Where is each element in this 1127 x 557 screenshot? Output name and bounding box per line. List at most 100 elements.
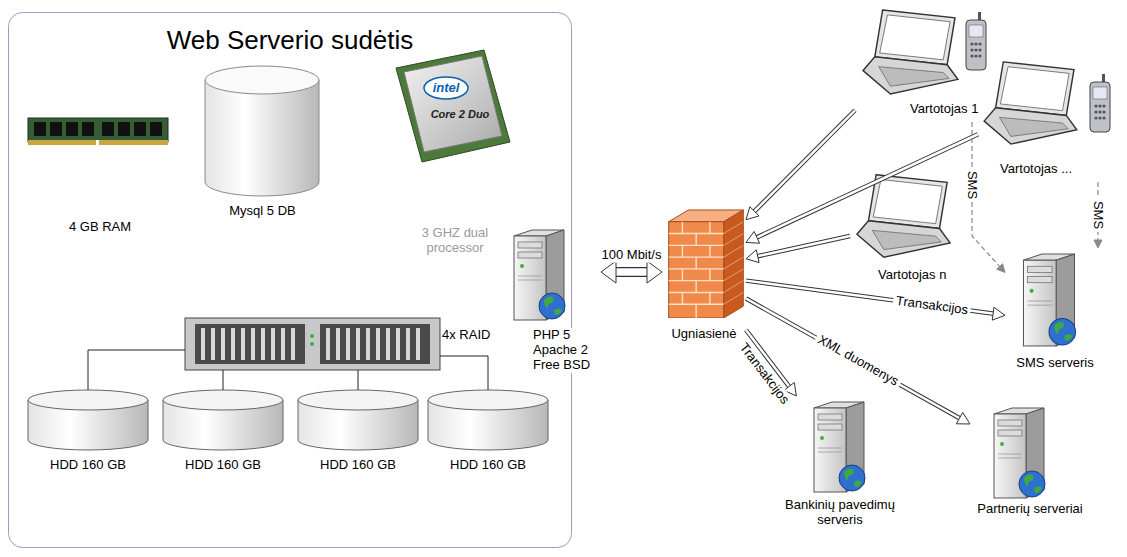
node-label: 3 GHZ dual processor: [410, 226, 500, 256]
arrow-head: [956, 412, 970, 424]
ram-module: [134, 122, 146, 136]
phone-icon: [966, 12, 986, 70]
connector-label: 100 Mbit/s: [599, 248, 665, 263]
component-item: Mysql 5 DB: [200, 62, 325, 222]
raid-unit: 4x RAID: [180, 316, 510, 370]
web-server: PHP 5 Apache 2 Free BSD: [505, 222, 601, 380]
connector-label: XML duomenys: [813, 331, 904, 391]
disk-item: HDD 160 GB: [425, 390, 551, 478]
phone-icon: [1090, 74, 1110, 132]
partner-server: Partnerių serveriai: [970, 402, 1090, 537]
server-icon: [514, 230, 565, 320]
bank-server: Bankinių pavedimų serveris: [778, 396, 902, 536]
phone-icon: [966, 12, 1110, 132]
connector-core: [753, 134, 978, 239]
connector-group: [601, 261, 662, 283]
node-label: 4 GB RAM: [25, 220, 175, 235]
arrow-head: [746, 231, 760, 243]
server-icon: [514, 230, 1076, 498]
node-label: Bankinių pavedimų serveris: [778, 498, 902, 528]
group-box: Web Serverio sudėtis 4 GB RAM Mysql 5 DB 3 …: [8, 12, 572, 548]
ram-module: [150, 122, 162, 136]
ram-module: [50, 122, 62, 136]
laptop-icon: [863, 10, 958, 94]
firewall: Ugniasienė: [662, 205, 746, 345]
disk-item: HDD 160 GB: [160, 390, 286, 478]
server-icon: [994, 408, 1045, 498]
ram-module: [96, 140, 99, 145]
component-item: 3 GHZ dual processor: [392, 48, 518, 258]
cpu-chip: [424, 77, 468, 99]
database-cylinder: [205, 80, 319, 196]
connector-core: [753, 236, 850, 257]
sms-server: SMS serveris: [1005, 248, 1105, 376]
ram-module: [102, 122, 114, 136]
raid-rack: [310, 342, 314, 346]
arrow-head: [647, 261, 662, 283]
node-label: Vartotojas n: [878, 268, 958, 283]
connector-group: [746, 281, 1005, 321]
raid-rack: [185, 318, 440, 370]
raid-wire: [488, 370, 489, 390]
arrow-head: [746, 250, 759, 263]
firewall-icon: [669, 210, 744, 318]
connector-group: [223, 370, 224, 390]
user-client: Vartotojas ...: [978, 56, 1120, 182]
raid-rack: [203, 328, 418, 360]
hard-disk: [428, 390, 548, 410]
connector-label: Transakcijos: [893, 293, 973, 318]
ram-module: [66, 122, 78, 136]
connector-label: SMS: [965, 168, 980, 202]
hard-disk: [163, 390, 283, 410]
ram-module: [28, 118, 168, 145]
node-label: SMS serveris: [1005, 356, 1105, 371]
server-icon: [1023, 254, 1075, 346]
connector-label: Transakcijos: [734, 338, 794, 409]
connector-group: [746, 110, 855, 220]
raid-wire: [180, 350, 488, 370]
node-label: Vartotojas ...: [1000, 162, 1110, 177]
raid-rack: [185, 318, 440, 370]
raid-wire: [88, 350, 180, 390]
hard-disk: [298, 390, 418, 410]
database-cylinder: [205, 66, 319, 196]
raid-rack: [310, 334, 314, 338]
connector-group: [88, 350, 180, 390]
group-outline: [9, 13, 572, 548]
raid-wire: [358, 370, 359, 390]
node-label: Mysql 5 DB: [200, 204, 325, 219]
raid-wire: [223, 370, 224, 390]
laptop-icon: [984, 62, 1077, 144]
group-heading: Web Serverio sudėtis: [8, 26, 572, 56]
node-label: HDD 160 GB: [425, 458, 551, 473]
ram-module: [82, 122, 94, 136]
data-link: [753, 134, 978, 239]
connector-group: [358, 370, 359, 390]
connector-group: [746, 134, 978, 243]
hard-disk: [28, 390, 148, 410]
cpu-chip: [396, 50, 510, 162]
arrow-head: [992, 307, 1005, 320]
ram-module: [28, 140, 168, 145]
ram-module: [118, 122, 130, 136]
laptop-icon: [857, 175, 950, 258]
node-label: Ugniasienė: [662, 327, 746, 342]
user-client: Vartotojas 1: [855, 4, 990, 122]
cpu-chip: [404, 56, 502, 152]
component-item: 4 GB RAM: [25, 110, 175, 242]
node-label: PHP 5 Apache 2 Free BSD: [533, 328, 599, 373]
disk-item: HDD 160 GB: [295, 390, 421, 478]
arrow-head: [746, 207, 759, 220]
node-label: Vartotojas 1: [910, 102, 990, 117]
arrow-head: [601, 261, 616, 283]
disk-item: HDD 160 GB: [25, 390, 151, 478]
node-label: 4x RAID: [442, 328, 508, 343]
arrow-head: [1094, 240, 1102, 248]
laptop-icon: [857, 10, 1077, 257]
node-label: HDD 160 GB: [25, 458, 151, 473]
connector-label: SMS: [1091, 198, 1106, 232]
arrow-head: [997, 264, 1005, 273]
